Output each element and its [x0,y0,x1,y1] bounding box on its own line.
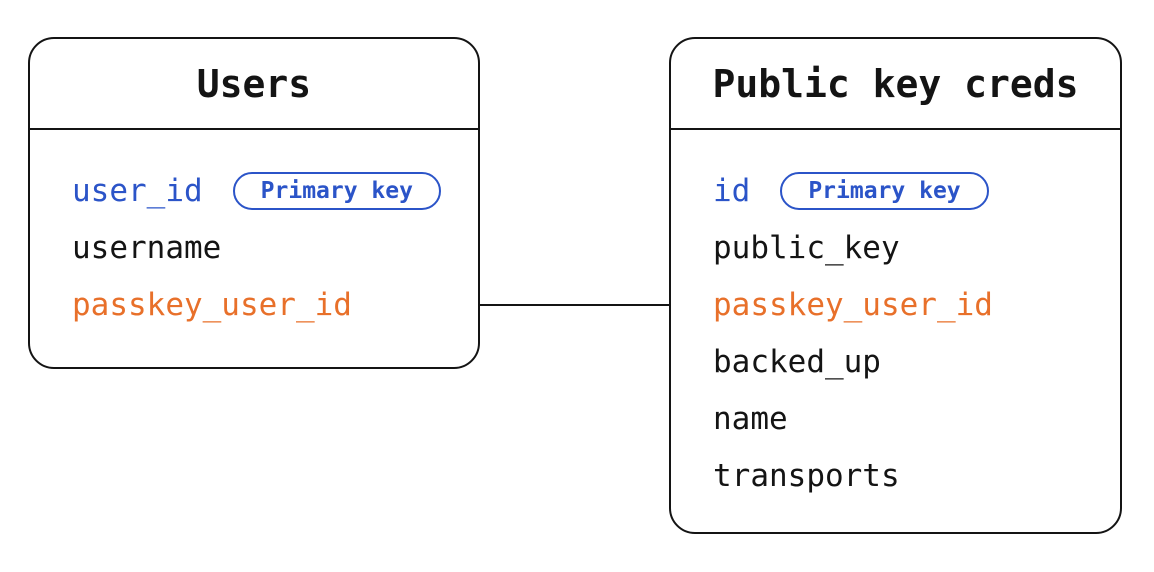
table-public-key-creds: Public key creds id Primary key public_k… [669,37,1122,534]
field-public-key: public_key [713,229,900,266]
field-backed-up: backed_up [713,343,881,380]
field-username: username [72,229,222,266]
table-users-title: Users [30,39,478,130]
field-row: passkey_user_id [713,276,1120,333]
field-user-id: user_id [72,172,203,209]
table-public-key-creds-title: Public key creds [671,39,1120,130]
primary-key-badge: Primary key [780,171,989,210]
field-row: backed_up [713,333,1120,390]
field-name: name [713,400,788,437]
field-row: name [713,390,1120,447]
field-transports: transports [713,457,900,494]
field-row: username [72,219,478,276]
table-users: Users user_id Primary key username passk… [28,37,480,369]
table-public-key-creds-fields: id Primary key public_key passkey_user_i… [671,130,1120,504]
field-row: id Primary key [713,162,1120,219]
field-id: id [713,172,751,209]
field-row: public_key [713,219,1120,276]
field-passkey-user-id: passkey_user_id [713,286,993,323]
field-row: transports [713,447,1120,504]
relation-line [480,304,669,306]
field-row: passkey_user_id [72,276,478,333]
field-passkey-user-id: passkey_user_id [72,286,352,323]
table-users-fields: user_id Primary key username passkey_use… [30,130,478,333]
field-row: user_id Primary key [72,162,478,219]
primary-key-badge: Primary key [232,171,441,210]
